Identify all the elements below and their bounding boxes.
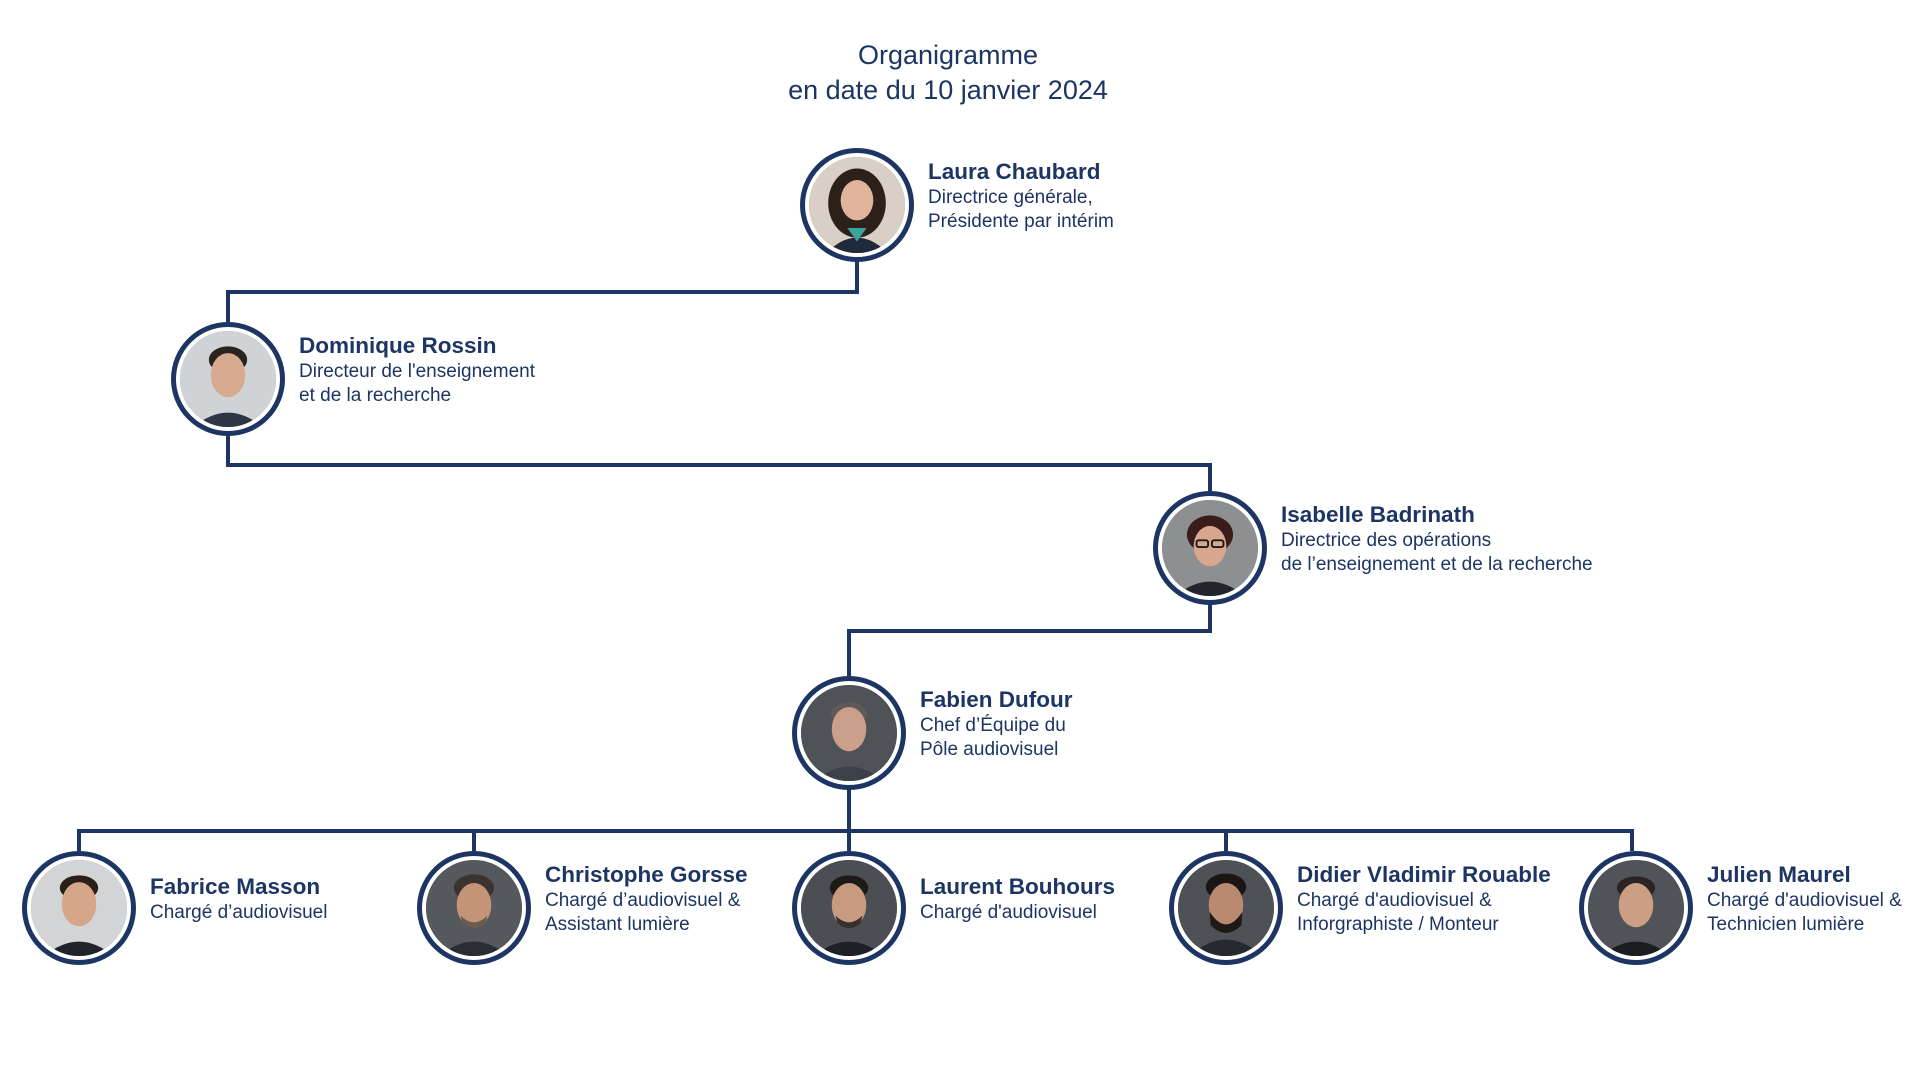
avatar	[1579, 851, 1693, 965]
person-photo-icon	[809, 157, 905, 253]
connector-laura-dominique	[226, 260, 859, 322]
person-isabelle-badrinath: Isabelle Badrinath Directrice des opérat…	[1153, 491, 1593, 605]
person-info: Isabelle Badrinath Directrice des opérat…	[1281, 501, 1593, 577]
person-role-line-1: Chargé d'audiovisuel &	[1297, 890, 1492, 911]
person-role-line-1: Chargé d’audiovisuel &	[545, 890, 741, 911]
person-role-line-2: Assistant lumière	[545, 914, 690, 935]
person-role-line-1: Directeur de l'enseignement	[299, 361, 535, 382]
person-info: Didier Vladimir Rouable Chargé d'audiovi…	[1297, 861, 1551, 937]
connector-dominique-isabelle	[226, 434, 1212, 491]
person-photo-icon	[1588, 860, 1684, 956]
person-didier-vladimir-rouable: Didier Vladimir Rouable Chargé d'audiovi…	[1169, 851, 1551, 965]
person-photo-icon	[1162, 500, 1258, 596]
person-laura-chaubard: Laura Chaubard Directrice générale, Prés…	[800, 148, 1114, 262]
person-role-line-1: Directrice générale,	[928, 187, 1093, 208]
person-name: Laura Chaubard	[928, 159, 1101, 184]
avatar	[1169, 851, 1283, 965]
person-role-line-1: Chargé d’audiovisuel	[150, 902, 328, 923]
person-info: Laura Chaubard Directrice générale, Prés…	[928, 158, 1114, 234]
person-info: Fabrice Masson Chargé d’audiovisuel	[150, 873, 327, 925]
person-name: Christophe Gorsse	[545, 862, 748, 887]
connector-isabelle-fabien	[847, 602, 1212, 676]
avatar	[171, 322, 285, 436]
person-role-line-1: Chef d’Équipe du	[920, 715, 1066, 736]
person-info: Fabien Dufour Chef d’Équipe du Pôle audi…	[920, 686, 1073, 762]
avatar	[792, 851, 906, 965]
person-name: Fabrice Masson	[150, 874, 321, 899]
person-role-line-1: Chargé d'audiovisuel &	[1707, 890, 1902, 911]
person-christophe-gorsse: Christophe Gorsse Chargé d’audiovisuel &…	[417, 851, 748, 965]
person-name: Fabien Dufour	[920, 687, 1073, 712]
title-line-2: en date du 10 janvier 2024	[788, 75, 1108, 105]
person-photo-icon	[1178, 860, 1274, 956]
chart-title: Organigramme en date du 10 janvier 2024	[0, 38, 1896, 108]
person-name: Isabelle Badrinath	[1281, 502, 1475, 527]
person-role-line-2: de l’enseignement et de la recherche	[1281, 554, 1593, 575]
person-info: Dominique Rossin Directeur de l'enseigne…	[299, 332, 535, 408]
person-name: Dominique Rossin	[299, 333, 497, 358]
person-julien-maurel: Julien Maurel Chargé d'audiovisuel & Tec…	[1579, 851, 1902, 965]
person-photo-icon	[801, 685, 897, 781]
connector-team-bar	[77, 829, 1634, 851]
person-info: Laurent Bouhours Chargé d'audiovisuel	[920, 873, 1115, 925]
person-role-line-2: et de la recherche	[299, 385, 452, 406]
person-photo-icon	[801, 860, 897, 956]
person-role-line-1: Directrice des opérations	[1281, 530, 1492, 551]
person-name: Laurent Bouhours	[920, 874, 1115, 899]
person-photo-icon	[426, 860, 522, 956]
title-line-1: Organigramme	[857, 40, 1039, 70]
avatar	[1153, 491, 1267, 605]
person-name: Didier Vladimir Rouable	[1297, 862, 1551, 887]
avatar	[792, 676, 906, 790]
person-fabrice-masson: Fabrice Masson Chargé d’audiovisuel	[22, 851, 327, 965]
person-laurent-bouhours: Laurent Bouhours Chargé d'audiovisuel	[792, 851, 1115, 965]
person-fabien-dufour: Fabien Dufour Chef d’Équipe du Pôle audi…	[792, 676, 1073, 790]
person-role-line-1: Chargé d'audiovisuel	[920, 902, 1097, 923]
person-role-line-2: Présidente par intérim	[928, 211, 1114, 232]
avatar	[22, 851, 136, 965]
person-role-line-2: Inforgraphiste / Monteur	[1297, 914, 1499, 935]
person-role-line-2: Technicien lumière	[1707, 914, 1865, 935]
avatar	[417, 851, 531, 965]
person-photo-icon	[31, 860, 127, 956]
person-role-line-2: Pôle audiovisuel	[920, 739, 1059, 760]
avatar	[800, 148, 914, 262]
person-info: Christophe Gorsse Chargé d’audiovisuel &…	[545, 861, 748, 937]
person-photo-icon	[180, 331, 276, 427]
person-name: Julien Maurel	[1707, 862, 1851, 887]
person-dominique-rossin: Dominique Rossin Directeur de l'enseigne…	[171, 322, 535, 436]
person-info: Julien Maurel Chargé d'audiovisuel & Tec…	[1707, 861, 1902, 937]
